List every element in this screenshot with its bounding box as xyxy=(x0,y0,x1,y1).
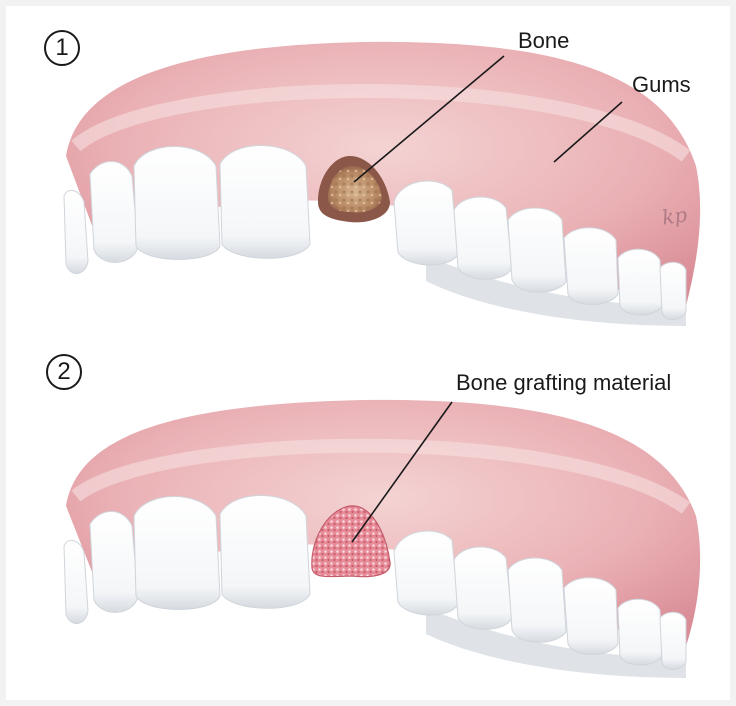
tooth xyxy=(659,261,687,320)
tooth xyxy=(219,145,311,259)
tooth xyxy=(63,539,89,624)
bone-grafting-label: Bone grafting material xyxy=(456,370,672,395)
tooth xyxy=(507,207,567,293)
panel-bone-graft: 2 Bone grafting material xyxy=(6,346,730,700)
tooth xyxy=(89,511,139,613)
bone-label: Bone xyxy=(518,28,570,53)
tooth xyxy=(219,495,311,609)
tooth xyxy=(659,611,687,670)
graft-leader-line xyxy=(351,401,453,543)
tooth xyxy=(133,146,221,260)
tooth xyxy=(63,189,89,274)
tooth xyxy=(507,557,567,643)
step-number-badge: 2 xyxy=(46,354,82,390)
tooth xyxy=(453,196,513,280)
bone-leader-line xyxy=(353,55,505,183)
tooth xyxy=(617,598,663,666)
tooth xyxy=(617,248,663,316)
tooth xyxy=(393,530,459,616)
illustration-frame: 1 Bone Gums kp xyxy=(6,6,730,700)
panel-extraction-socket: 1 Bone Gums xyxy=(6,6,730,346)
tooth xyxy=(133,496,221,610)
jaw-illustration-1 xyxy=(63,41,701,326)
tooth xyxy=(393,180,459,266)
tooth xyxy=(453,546,513,630)
tooth xyxy=(89,161,139,263)
step-number-badge: 1 xyxy=(44,30,80,66)
tooth xyxy=(563,577,619,655)
bone-graft-material xyxy=(311,505,391,578)
gums-label: Gums xyxy=(632,72,691,97)
gums-leader-line xyxy=(553,101,623,163)
jaw-illustration-2 xyxy=(63,399,701,678)
artist-signature: kp xyxy=(660,202,689,230)
tooth xyxy=(563,227,619,305)
